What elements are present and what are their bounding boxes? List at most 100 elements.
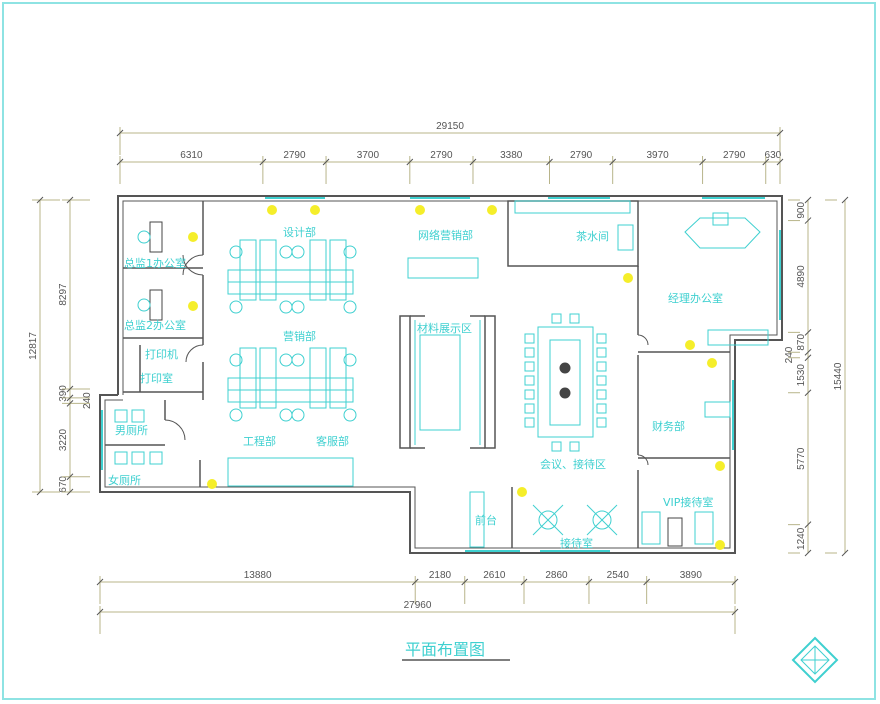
- room-label-engineering: 工程部: [243, 434, 276, 448]
- right-dimension-label: 240: [784, 346, 795, 363]
- round-table: [592, 510, 612, 530]
- toilet-stall: [114, 409, 128, 423]
- top-dimension-label: 3380: [500, 150, 523, 161]
- top-dimension-label: 2790: [430, 150, 453, 161]
- furniture: [114, 200, 731, 548]
- chair-cross: [586, 504, 618, 536]
- meeting-chair: [596, 347, 607, 358]
- room-label-online-marketing: 网络营销部: [418, 228, 473, 242]
- right-dimension-label: 1530: [796, 364, 807, 387]
- office-chair: [343, 408, 357, 422]
- left-total-dimension-tick-mark: [36, 196, 44, 204]
- right-dimension-tick-mark: [804, 549, 812, 557]
- office-chair: [279, 245, 293, 259]
- workstation-panel: [259, 347, 277, 409]
- meeting-chair: [596, 403, 607, 414]
- director-desk: [149, 289, 163, 321]
- display-shelves: [414, 320, 481, 445]
- right-dimension-tick-mark: [804, 196, 812, 204]
- bottom-dimension-label: 13880: [244, 570, 272, 581]
- right-dimension-tick-mark: [804, 348, 812, 356]
- manager-desk: [684, 212, 769, 346]
- bottom-dimension-label: 2180: [429, 570, 452, 581]
- counter: [514, 200, 631, 214]
- left-dimension-tick-mark: [66, 385, 74, 393]
- office-chair: [229, 245, 243, 259]
- sofa: [641, 511, 661, 545]
- office-chair: [343, 353, 357, 367]
- top-dimension-tick-mark: [406, 158, 414, 166]
- meeting-chair: [551, 313, 562, 324]
- bottom-dimension-tick-mark: [461, 578, 469, 586]
- room-label-material-display: 材料展示区: [417, 321, 472, 335]
- left-dimension-tick-mark: [66, 400, 74, 407]
- bottom-dimension-label: 3890: [680, 570, 703, 581]
- ceiling-light: [267, 205, 277, 215]
- left-dimension-tick-mark: [66, 196, 74, 204]
- room-label-design: 设计部: [283, 225, 316, 239]
- workstation-desk: [407, 257, 479, 279]
- meeting-chair: [524, 375, 535, 386]
- top-dimension-tick-mark: [762, 158, 770, 166]
- office-chair: [229, 353, 243, 367]
- toilet-stall: [131, 451, 145, 465]
- meeting-chair: [524, 389, 535, 400]
- chair-cross: [532, 504, 564, 536]
- meeting-chair: [524, 417, 535, 428]
- drawing-title: 平面布置图: [405, 640, 485, 659]
- ceiling-light: [623, 273, 633, 283]
- sofa: [694, 511, 714, 545]
- office-chair: [279, 408, 293, 422]
- office-chair: [229, 408, 243, 422]
- toilet-stall: [114, 451, 128, 465]
- left-dimension-label: 8297: [58, 283, 69, 306]
- room-label-director1: 总监1办公室: [124, 256, 186, 270]
- bottom-dimension-tick-mark: [96, 578, 104, 586]
- bottom-dimension-tick-mark: [643, 578, 651, 586]
- room-label-customer-service: 客服部: [316, 434, 349, 448]
- right-total-dimension-tick-mark: [841, 196, 849, 204]
- right-dimension-tick-mark: [804, 521, 812, 529]
- room-label-tea-room: 茶水间: [576, 230, 609, 243]
- right-dimension-tick-mark: [804, 354, 812, 362]
- room-label-mens-toilet: 男厕所: [115, 424, 148, 437]
- top-dimension-label: 630: [765, 150, 782, 161]
- meeting-chair: [551, 441, 562, 452]
- ceiling-light: [715, 540, 725, 550]
- meeting-chair: [569, 441, 580, 452]
- top-total-dimension-label: 29150: [436, 121, 464, 132]
- room-label-finance: 财务部: [652, 419, 685, 433]
- bottom-total-dimension-tick-mark: [96, 608, 104, 616]
- office-chair: [343, 300, 357, 314]
- bottom-dimension-tick-mark: [731, 578, 739, 586]
- workstation-desk: [227, 457, 354, 487]
- meeting-table: [537, 326, 594, 438]
- room-label-manager-office: 经理办公室: [668, 291, 723, 305]
- top-dimension-tick-mark: [116, 158, 124, 166]
- room-label-print-room: 打印室: [140, 371, 173, 385]
- right-dimension-label: 5770: [796, 447, 807, 470]
- round-table: [538, 510, 558, 530]
- right-dimension-label: 1240: [796, 527, 807, 550]
- bottom-total-dimension-label: 27960: [404, 600, 432, 611]
- windows: [101, 197, 781, 552]
- bottom-dimension-label: 2860: [545, 570, 568, 581]
- top-dimension-tick-mark: [776, 158, 784, 166]
- bottom-dimension-label: 2610: [483, 570, 506, 581]
- top-dimension-tick-mark: [322, 158, 330, 166]
- bottom-dimension-tick-mark: [411, 578, 419, 586]
- ceiling-light: [707, 358, 717, 368]
- top-dimension-tick-mark: [609, 158, 617, 166]
- office-chair: [279, 353, 293, 367]
- top-dimension-label: 2790: [723, 150, 746, 161]
- top-dimension-tick-mark: [699, 158, 706, 166]
- room-label-meeting-reception: 会议、接待区: [540, 457, 606, 471]
- meeting-chair: [569, 313, 580, 324]
- office-chair: [291, 300, 305, 314]
- top-total-dimension-tick-mark: [776, 129, 784, 137]
- meeting-chair: [596, 417, 607, 428]
- top-total-dimension-tick-mark: [116, 129, 124, 137]
- front-desk: [469, 491, 485, 548]
